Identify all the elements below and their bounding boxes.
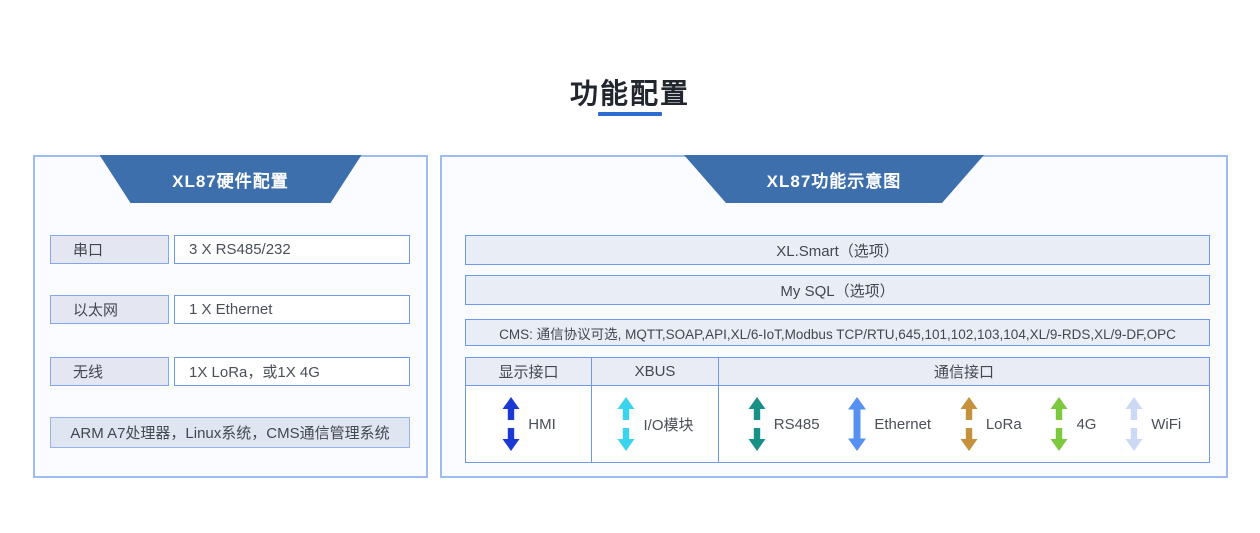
function-panel-header: XL87功能示意图 (684, 155, 984, 203)
hardware-row-value: 1X LoRa，或1X 4G (174, 357, 410, 386)
header-xbus: XBUS (591, 358, 718, 385)
interface-label: 4G (1076, 415, 1097, 433)
interface-item: I/O模块 (616, 396, 694, 452)
interface-item: HMI (501, 396, 556, 452)
header-comm-interface: 通信接口 (718, 358, 1209, 385)
interface-label: HMI (528, 415, 556, 433)
page-title: 功能配置 (569, 78, 690, 109)
interface-label: RS485 (773, 415, 820, 433)
rs485-double-arrow-icon (748, 397, 766, 451)
function-schematic-panel: XL87功能示意图 XL.Smart（选项） My SQL（选项） CMS: 通… (440, 155, 1228, 478)
xbus-cell: I/O模块 (591, 386, 718, 462)
hardware-row-value: 1 X Ethernet (174, 295, 410, 324)
interface-item: WiFi (1124, 396, 1181, 452)
interface-label: I/O模块 (643, 416, 694, 434)
display-interface-cell: HMI (466, 386, 591, 462)
interface-item: RS485 (747, 396, 820, 452)
mysql-bar: My SQL（选项） (465, 275, 1210, 305)
hmi-double-arrow-icon (502, 397, 520, 451)
ethernet-double-arrow-icon (848, 397, 867, 451)
interface-table-body: HMI I/O模块 RS485 Ethernet LoRa 4G WiFi (466, 386, 1209, 462)
interface-table-header: 显示接口 XBUS 通信接口 (466, 358, 1209, 386)
interface-label: LoRa (985, 415, 1022, 433)
hardware-row-value: 3 X RS485/232 (174, 235, 410, 264)
interface-table: 显示接口 XBUS 通信接口 HMI I/O模块 RS485 Ethernet Lo… (465, 357, 1210, 463)
interface-label: WiFi (1151, 415, 1182, 433)
hardware-row-label: 无线 (50, 357, 169, 386)
4g-double-arrow-icon (1050, 397, 1068, 451)
interface-item: Ethernet (847, 396, 931, 452)
xlsmart-bar: XL.Smart（选项） (465, 235, 1210, 265)
interface-item: 4G (1049, 396, 1096, 452)
title-underline (598, 112, 662, 116)
wifi-double-arrow-icon (1125, 397, 1143, 451)
hardware-system-summary: ARM A7处理器，Linux系统，CMS通信管理系统 (50, 417, 410, 448)
interface-label: Ethernet (874, 415, 932, 433)
io-module-double-arrow-icon (617, 397, 635, 451)
interface-item: LoRa (959, 396, 1022, 452)
hardware-panel-header: XL87硬件配置 (100, 155, 362, 203)
hardware-row-label: 以太网 (50, 295, 169, 324)
cms-protocols-bar: CMS: 通信协议可选, MQTT,SOAP,API,XL/6-IoT,Modb… (465, 319, 1210, 346)
hardware-config-panel: XL87硬件配置 串口 3 X RS485/232 以太网 1 X Ethern… (33, 155, 428, 478)
header-display-interface: 显示接口 (498, 364, 559, 381)
hardware-row-label: 串口 (50, 235, 169, 264)
comm-interface-cell: RS485 Ethernet LoRa 4G WiFi (718, 386, 1209, 462)
lora-double-arrow-icon (960, 397, 978, 451)
